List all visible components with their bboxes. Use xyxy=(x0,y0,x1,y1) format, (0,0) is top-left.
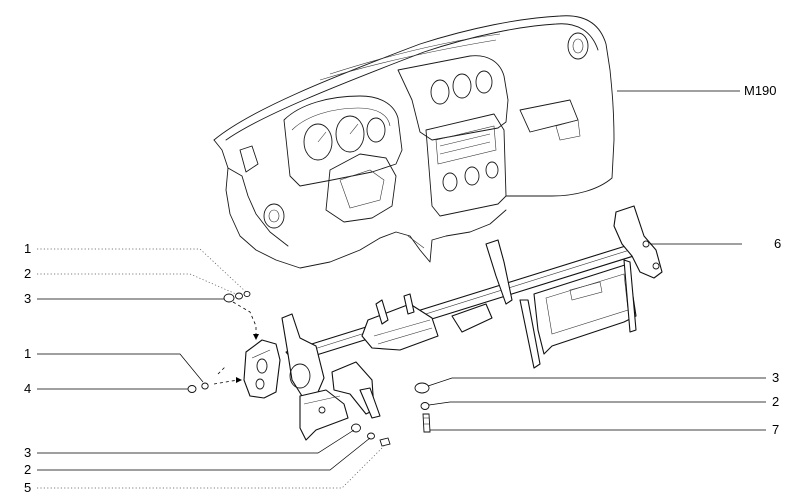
label-2-bottom: 2 xyxy=(24,462,32,477)
label-2-right: 2 xyxy=(772,394,780,409)
label-6: 6 xyxy=(774,236,782,251)
label-3-right: 3 xyxy=(772,370,780,385)
label-1-top: 1 xyxy=(24,241,32,256)
fasteners xyxy=(187,290,431,447)
label-4: 4 xyxy=(24,381,32,396)
left-mount-bracket xyxy=(243,339,281,399)
label-1-mid: 1 xyxy=(24,346,32,361)
label-5: 5 xyxy=(24,480,32,495)
label-2-top: 2 xyxy=(24,266,32,281)
label-3-bottom: 3 xyxy=(24,445,32,460)
label-7: 7 xyxy=(772,422,780,437)
leader-lines xyxy=(37,90,766,489)
dashboard-cross-member xyxy=(281,205,663,441)
dashboard-panel xyxy=(213,15,615,269)
label-3-top: 3 xyxy=(24,291,32,306)
label-m190: M190 xyxy=(744,83,777,98)
